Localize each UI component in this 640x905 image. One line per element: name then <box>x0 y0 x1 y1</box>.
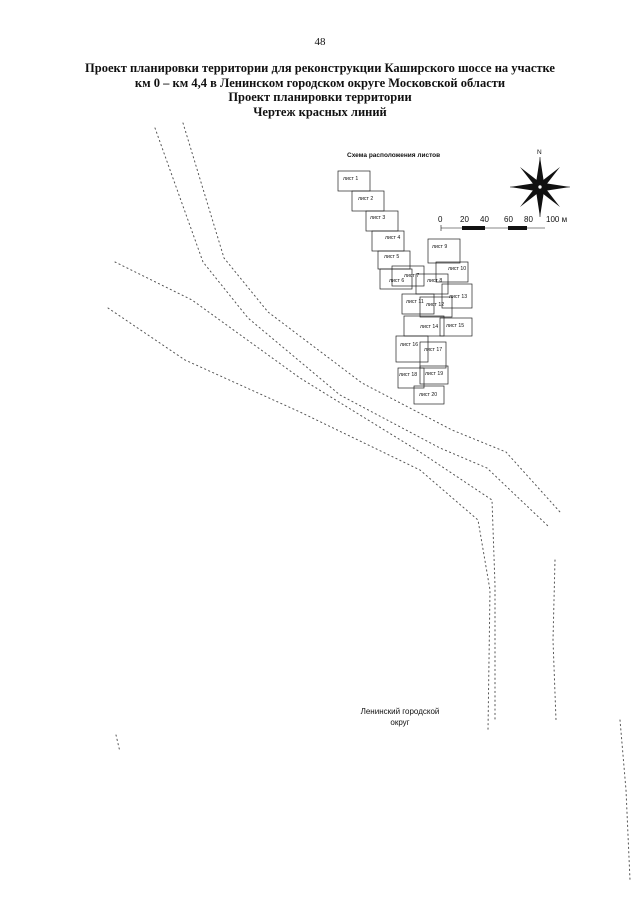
sheet-label: лист 3 <box>370 215 385 221</box>
sheet-label: лист 18 <box>399 372 417 378</box>
sheet-label: лист 6 <box>389 278 404 284</box>
road-line <box>182 122 561 513</box>
sheet-label: лист 8 <box>427 278 442 284</box>
page-number: 48 <box>314 36 326 48</box>
scale-tick-label: 0 <box>438 215 443 224</box>
sheet-frame <box>435 261 469 283</box>
scale-tick-label: 60 <box>504 215 513 224</box>
compass-north-label: N <box>537 149 542 156</box>
sheet-label: лист 12 <box>426 302 444 308</box>
sheet-label: лист 15 <box>446 323 464 329</box>
sheet-label: лист 7 <box>404 273 419 279</box>
sheet-frame <box>379 268 413 290</box>
scale-tick-label: 20 <box>460 215 469 224</box>
sheet-frame <box>365 210 399 232</box>
sheet-label: лист 16 <box>400 342 418 348</box>
sheet-label: лист 9 <box>432 244 447 250</box>
title-line-1: Проект планировки территории для реконст… <box>85 61 555 75</box>
sheet-label: лист 19 <box>425 371 443 377</box>
scale-bar: 0 20 40 60 80 100 м <box>438 215 567 231</box>
title-line-3: Проект планировки территории <box>228 90 412 104</box>
sheet-label: лист 11 <box>406 299 424 305</box>
road-line <box>107 307 491 731</box>
sheet-label: лист 13 <box>449 294 467 300</box>
sheet-frame <box>427 238 461 264</box>
road-line <box>619 719 631 881</box>
scheme-title: Схема расположения листов <box>347 152 441 159</box>
district-label: Ленинский городской округ <box>350 706 450 728</box>
sheet-label: лист 10 <box>448 266 466 272</box>
document-title: Проект планировки территории для реконст… <box>20 61 620 119</box>
road-line <box>154 127 549 527</box>
scale-tick-label: 40 <box>480 215 489 224</box>
sheet-label: лист 2 <box>358 196 373 202</box>
sheet-frame <box>419 296 453 318</box>
sheet-label: лист 20 <box>419 392 437 398</box>
road-line <box>115 734 121 753</box>
compass-rose-icon <box>510 157 570 217</box>
district-label-line-2: округ <box>390 718 410 727</box>
sheet-label: лист 17 <box>424 347 442 353</box>
scale-tick-label: 100 м <box>546 215 567 224</box>
district-label-line-1: Ленинский городской <box>360 707 440 716</box>
title-line-4: Чертеж красных линий <box>253 104 387 119</box>
sheet-frame <box>395 335 429 363</box>
road-line <box>114 261 496 721</box>
sheet-labels: лист 1 лист 2 лист 3 лист 4 лист 5 лист … <box>343 176 467 398</box>
road-lines <box>107 122 631 881</box>
sheet-frames <box>337 170 473 405</box>
sheet-frame <box>397 367 425 389</box>
sheet-frame <box>413 385 445 405</box>
sheet-frame <box>391 265 425 287</box>
scale-tick-label: 80 <box>524 215 533 224</box>
sheet-frame <box>439 317 473 337</box>
title-line-2: км 0 – км 4,4 в Ленинском городском окру… <box>134 75 506 90</box>
sheet-label: лист 14 <box>420 324 438 330</box>
sheet-frame <box>419 341 447 369</box>
sheet-frame <box>371 230 405 252</box>
road-line <box>552 559 557 721</box>
sheet-label: лист 4 <box>385 235 400 241</box>
sheet-frame <box>419 365 449 385</box>
sheet-frame <box>401 293 435 315</box>
sheet-frame <box>441 283 473 309</box>
sheet-label: лист 5 <box>384 254 399 260</box>
sheet-label: лист 1 <box>343 176 358 182</box>
